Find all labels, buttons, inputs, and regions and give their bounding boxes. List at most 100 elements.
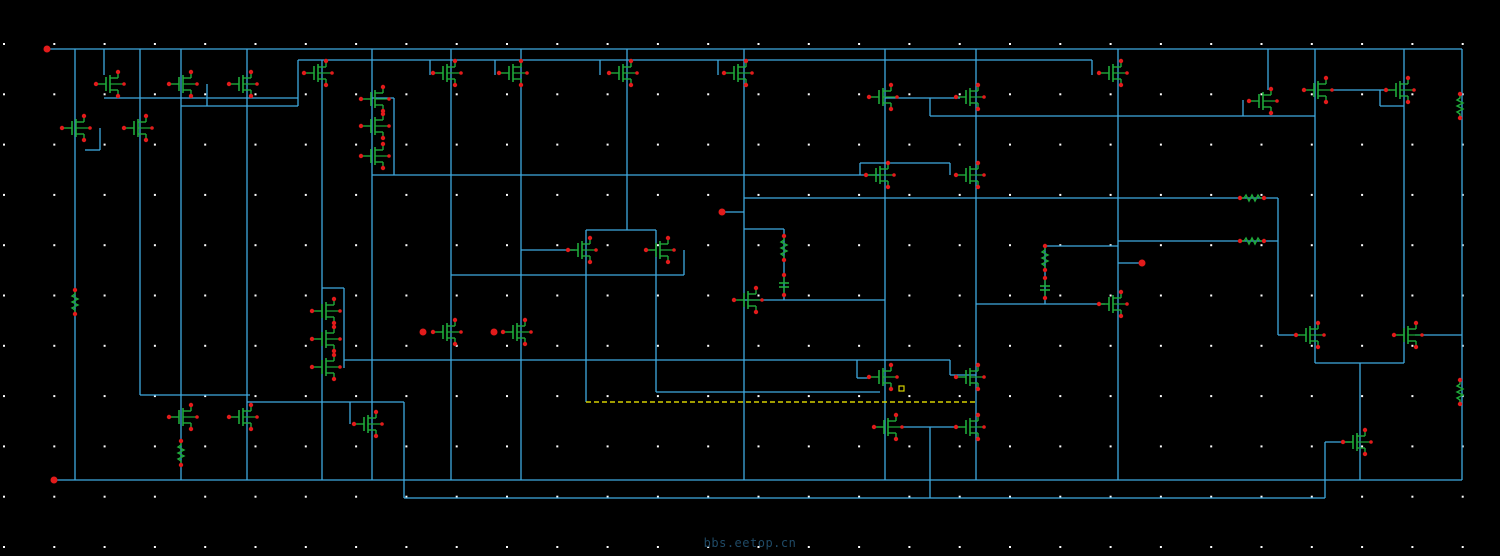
nmos-transistor-icon[interactable] (1293, 319, 1327, 351)
pmos-transistor-icon[interactable] (357, 84, 392, 115)
grid-dot (858, 445, 861, 448)
nmos-transistor-icon[interactable] (952, 361, 987, 393)
grid-dot (556, 93, 559, 96)
nmos-transistor-icon[interactable] (865, 361, 900, 393)
grid-dot (757, 193, 760, 196)
pmos-transistor-icon[interactable] (357, 111, 392, 141)
grid-dot (858, 546, 861, 548)
grid-dot (908, 143, 911, 146)
pmos-transistor-icon[interactable] (357, 141, 392, 171)
grid-dot (757, 294, 760, 297)
grid-dot (53, 294, 56, 297)
pmos-transistor-icon[interactable] (1096, 57, 1130, 89)
nmos-transistor-icon[interactable] (226, 401, 260, 433)
pmos-transistor-icon[interactable] (1246, 86, 1280, 117)
grid-dot (254, 43, 257, 45)
grid-dot (153, 395, 156, 398)
grid-dot (1009, 445, 1011, 448)
grid-dot (707, 546, 710, 548)
grid-dot (858, 344, 861, 347)
nmos-transistor-icon[interactable] (308, 323, 343, 355)
grid-dot (757, 395, 760, 398)
wires (48, 48, 1463, 499)
grid-dot (53, 546, 56, 548)
pmos-transistor-icon[interactable] (300, 57, 335, 89)
pmos-transistor-icon[interactable] (58, 113, 93, 143)
grid-dot (1461, 143, 1464, 146)
grid-dot (606, 395, 609, 398)
grid-dot (455, 93, 458, 96)
pin-icon[interactable] (419, 328, 427, 336)
grid-dot (858, 93, 861, 96)
pmos-transistor-icon[interactable] (862, 160, 897, 190)
grid-dot (1109, 344, 1112, 347)
grid-dot (355, 395, 358, 398)
grid-dot (103, 495, 106, 498)
pmos-transistor-icon[interactable] (1383, 75, 1417, 106)
grid-dot (405, 344, 408, 347)
pmos-transistor-icon[interactable] (605, 57, 640, 89)
nmos-transistor-icon[interactable] (1340, 426, 1374, 458)
pmos-transistor-icon[interactable] (121, 113, 155, 143)
pmos-transistor-icon[interactable] (952, 160, 987, 190)
grid-dot (1159, 93, 1162, 96)
nmos-transistor-icon[interactable] (166, 401, 200, 433)
grid-dot (405, 395, 408, 398)
pmos-transistor-icon[interactable] (226, 69, 260, 100)
pin-icon[interactable] (490, 328, 498, 336)
grid-dot (757, 495, 760, 498)
pmos-transistor-icon[interactable] (865, 82, 900, 113)
nmos-transistor-icon[interactable] (308, 351, 343, 383)
pin-icon[interactable] (43, 45, 51, 53)
grid-dot (1260, 445, 1263, 448)
nmos-transistor-icon[interactable] (429, 316, 464, 348)
nmos-transistor-icon[interactable] (730, 284, 765, 316)
grid-dot (103, 445, 106, 448)
nmos-transistor-icon[interactable] (952, 411, 987, 443)
grid-dot (556, 445, 559, 448)
pmos-transistor-icon[interactable] (952, 82, 987, 113)
device-layer[interactable] (43, 45, 1464, 484)
grid-dot (355, 43, 358, 45)
grid-dot (204, 395, 207, 398)
grid-dot (405, 93, 408, 96)
grid-dot (1411, 294, 1414, 297)
grid-dot (606, 294, 609, 297)
grid-dot (405, 193, 408, 196)
nmos-transistor-icon[interactable] (350, 408, 385, 440)
pmos-transistor-icon[interactable] (495, 57, 530, 89)
nmos-transistor-icon[interactable] (564, 235, 599, 266)
grid-dot (1310, 395, 1313, 398)
nmos-transistor-icon[interactable] (308, 295, 343, 327)
nmos-transistor-icon[interactable] (499, 316, 534, 348)
grid-dot (908, 93, 911, 96)
watermark-text: bbs.eetop.cn (703, 536, 797, 550)
grid-dot (757, 143, 760, 146)
pmos-transistor-icon[interactable] (720, 57, 755, 89)
nmos-transistor-icon[interactable] (1096, 288, 1130, 320)
pmos-transistor-icon[interactable] (93, 69, 127, 100)
grid-dot (254, 193, 257, 196)
nmos-transistor-icon[interactable] (1391, 319, 1425, 351)
grid-dot (1411, 344, 1414, 347)
grid-dot (3, 294, 5, 297)
grid-dot (405, 244, 408, 247)
selection-marker-icon[interactable] (898, 385, 905, 392)
grid-dot (405, 143, 408, 146)
pin-icon[interactable] (718, 208, 726, 216)
grid-dot (556, 143, 559, 146)
pmos-transistor-icon[interactable] (166, 69, 200, 100)
grid-dot (757, 43, 760, 45)
nmos-transistor-icon[interactable] (642, 235, 677, 266)
pmos-transistor-icon[interactable] (1301, 75, 1335, 106)
grid-dot (405, 546, 408, 548)
grid-dot (355, 193, 358, 196)
nmos-transistor-icon[interactable] (870, 411, 905, 443)
grid-dot (958, 193, 961, 196)
pin-icon[interactable] (1138, 259, 1146, 267)
pmos-transistor-icon[interactable] (429, 57, 464, 89)
grid-dot (506, 93, 508, 96)
pin-icon[interactable] (50, 476, 58, 484)
grid-dot (1411, 395, 1414, 398)
